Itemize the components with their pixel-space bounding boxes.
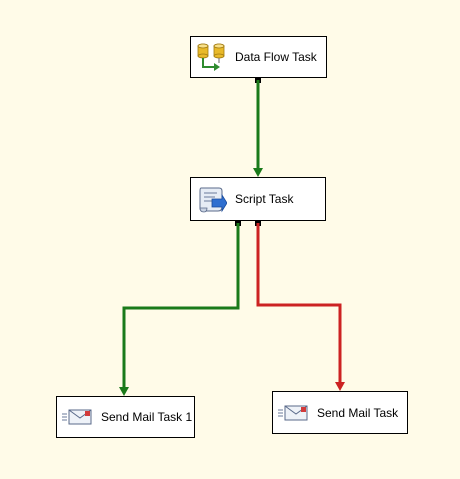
envelope-icon: [277, 397, 309, 429]
constraint-script-to-mail2[interactable]: [255, 220, 345, 391]
failure-connector-line[interactable]: [256, 223, 342, 384]
envelope-icon: [61, 401, 93, 433]
constraint-script-to-mail1[interactable]: [119, 220, 241, 396]
task-label: Send Mail Task: [317, 405, 399, 420]
data-flow-task[interactable]: Data Flow Task: [190, 36, 327, 78]
data-flow-icon: [195, 41, 227, 73]
send-mail-task-1[interactable]: Send Mail Task 1: [56, 396, 195, 438]
success-connector-line[interactable]: [122, 223, 240, 389]
task-label: Send Mail Task 1: [101, 410, 193, 424]
send-mail-task[interactable]: Send Mail Task: [272, 391, 408, 434]
task-label: Data Flow Task: [235, 50, 317, 64]
script-task[interactable]: Script Task: [190, 177, 326, 221]
constraint-dataflow-to-script[interactable]: [253, 77, 263, 177]
task-label: Script Task: [235, 192, 294, 206]
script-scroll-icon: [195, 183, 228, 215]
